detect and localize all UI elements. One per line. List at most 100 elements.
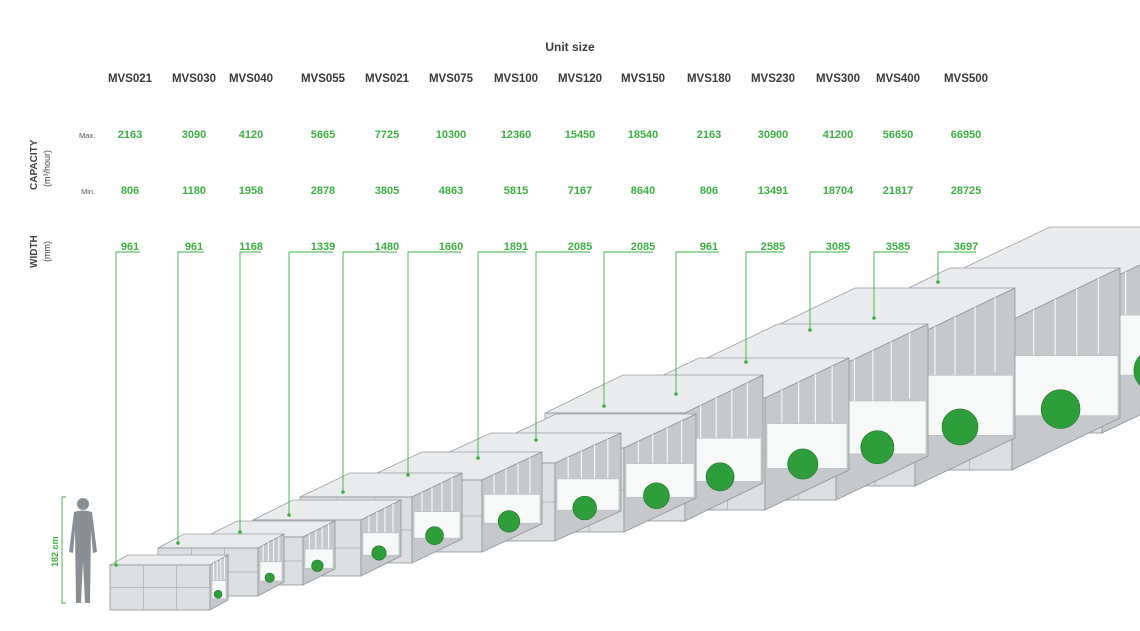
capacity-min: 806 xyxy=(699,185,719,197)
unit-mvs100-fan-icon xyxy=(572,495,597,521)
leader-line xyxy=(937,251,976,282)
capacity-min: 7167 xyxy=(567,185,593,197)
leader-dot xyxy=(287,513,291,517)
person-head xyxy=(77,498,89,510)
unit-name: MVS030 xyxy=(171,73,217,85)
min-row-label: Min. xyxy=(81,187,96,196)
leader-dot xyxy=(341,490,345,494)
capacity-max: 41200 xyxy=(822,129,854,141)
capacity-min: 8640 xyxy=(630,185,656,197)
leader-dot xyxy=(674,392,678,396)
capacity-min: 806 xyxy=(120,185,140,197)
capacity-max: 12360 xyxy=(500,129,532,141)
width-value: 961 xyxy=(184,241,204,253)
leader-line xyxy=(239,251,261,532)
leader-dot xyxy=(936,280,940,284)
leader-line xyxy=(873,251,908,318)
unit-name: MVS120 xyxy=(557,73,603,85)
leader-line xyxy=(477,251,526,458)
width-value: 961 xyxy=(120,241,140,253)
leader-dot xyxy=(114,563,118,567)
chart-title: Unit size xyxy=(545,40,595,54)
capacity-min: 1180 xyxy=(182,185,206,197)
width-value: 3585 xyxy=(885,241,911,253)
leader-dot xyxy=(238,530,242,534)
unit-name: MVS500 xyxy=(943,73,989,85)
capacity-min: 21817 xyxy=(882,185,914,197)
capacity-max: 15450 xyxy=(564,129,596,141)
unit-name: MVS180 xyxy=(686,73,732,85)
person-silhouette-icon xyxy=(69,510,97,603)
leader-line xyxy=(115,251,140,565)
unit-mvs300-fan-icon xyxy=(941,408,979,446)
max-row-label: Max. xyxy=(79,131,96,140)
capacity-max: 4120 xyxy=(238,129,264,141)
leader-line xyxy=(675,251,719,394)
capacity-min: 13491 xyxy=(757,185,789,197)
leader-line xyxy=(407,251,461,475)
unit-mvs030-fan-icon xyxy=(264,572,275,583)
unit-mvs055-fan-icon xyxy=(371,545,387,561)
width-value: 3085 xyxy=(825,241,851,253)
capacity-min: 3805 xyxy=(374,185,400,197)
leader-line xyxy=(342,251,397,492)
unit-mvs021-top xyxy=(108,554,230,566)
unit-mvs040-fan-icon xyxy=(311,559,324,572)
capacity-min: 1958 xyxy=(238,185,264,197)
unit-mvs150-fan-icon xyxy=(705,462,735,492)
leader-line xyxy=(288,251,333,515)
unit-mvs021-fan-icon xyxy=(213,589,223,599)
width-value: 2585 xyxy=(760,241,786,253)
capacity-max: 18540 xyxy=(627,129,659,141)
unit-mvs180-fan-icon xyxy=(787,448,819,480)
capacity-min: 4863 xyxy=(438,185,464,197)
leader-line xyxy=(603,251,653,406)
unit-mvs500-fan-icon xyxy=(1133,354,1140,386)
leader-dot xyxy=(808,328,812,332)
height-bracket xyxy=(61,496,66,604)
width-value: 1660 xyxy=(438,241,464,253)
capacity-max: 30900 xyxy=(757,129,789,141)
capacity-min: 5815 xyxy=(503,185,529,197)
leader-dot xyxy=(176,541,180,545)
unit-name: MVS150 xyxy=(620,73,666,85)
width-value: 2085 xyxy=(630,241,656,253)
capacity-min: 18704 xyxy=(822,185,854,197)
unit-name: MVS021 xyxy=(364,73,410,85)
leader-dot xyxy=(476,456,480,460)
unit-name: MVS055 xyxy=(300,73,346,85)
unit-mvs120-fan-icon xyxy=(643,482,670,509)
width-value: 961 xyxy=(699,241,719,253)
capacity-min: 28725 xyxy=(950,185,982,197)
unit-name: MVS021 xyxy=(107,73,153,85)
unit-mvs400-fan-icon xyxy=(1040,389,1081,429)
unit-mvs021-fan-icon xyxy=(425,526,444,546)
unit-name: MVS075 xyxy=(428,73,474,85)
leader-line xyxy=(809,251,848,330)
leader-dot xyxy=(744,360,748,364)
leader-dot xyxy=(534,438,538,442)
capacity-max: 3090 xyxy=(181,129,207,141)
unit-name: MVS400 xyxy=(875,73,921,85)
capacity-min: 2878 xyxy=(310,185,336,197)
width-value: 1480 xyxy=(374,241,400,253)
unit-name: MVS230 xyxy=(750,73,796,85)
capacity-max: 7725 xyxy=(374,129,400,141)
leader-dot xyxy=(602,404,606,408)
capacity-max: 2163 xyxy=(696,129,722,141)
leader-dot xyxy=(406,473,410,477)
capacity-max: 66950 xyxy=(950,129,982,141)
width-value: 1168 xyxy=(239,241,263,253)
capacity-max: 10300 xyxy=(435,129,467,141)
width-value: 3697 xyxy=(953,241,979,253)
unit-name: MVS300 xyxy=(815,73,861,85)
unit-mvs230-fan-icon xyxy=(860,430,895,465)
leader-line xyxy=(745,251,783,362)
capacity-max: 2163 xyxy=(117,129,143,141)
width-value: 2085 xyxy=(567,241,593,253)
width-value: 1891 xyxy=(503,241,529,253)
capacity-max: 56650 xyxy=(882,129,914,141)
unit-name: MVS100 xyxy=(493,73,539,85)
leader-line xyxy=(535,251,590,440)
leader-dot xyxy=(872,316,876,320)
